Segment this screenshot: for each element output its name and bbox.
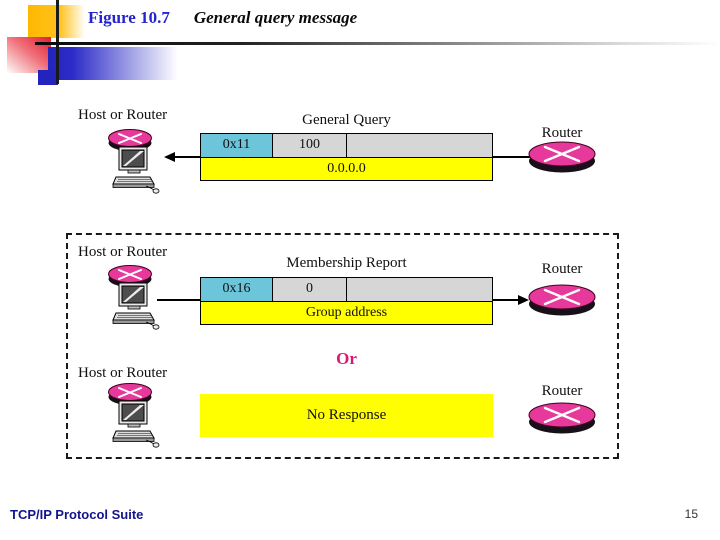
membership-report-router-label: Router	[541, 261, 583, 277]
message-header-row: 0x11 100	[201, 134, 492, 157]
figure-label: Figure 10.7	[88, 8, 170, 27]
arrow-right-icon	[518, 295, 529, 305]
footer-title: TCP/IP Protocol Suite	[10, 507, 144, 522]
no-response-router-label: Router	[541, 383, 583, 399]
connector-line	[174, 156, 200, 158]
decor-blue-small-square	[38, 70, 58, 85]
header-horizontal-line	[35, 42, 720, 45]
checksum-cell	[347, 278, 492, 301]
general-query-host-label: Host or Router	[78, 107, 168, 123]
page-number: 15	[684, 507, 698, 521]
dashed-group-box	[66, 233, 619, 459]
message-header-row: 0x16 0	[201, 278, 492, 301]
connector-line	[493, 156, 530, 158]
address-cell: Group address	[201, 301, 492, 324]
decor-blue-bar	[48, 47, 185, 80]
general-query-router-label: Router	[541, 125, 583, 141]
arrow-left-icon	[164, 152, 175, 162]
no-response-box: No Response	[200, 394, 493, 437]
computer-icon	[112, 400, 160, 448]
address-cell: 0.0.0.0	[201, 157, 492, 180]
connector-line	[493, 299, 518, 301]
computer-icon	[112, 146, 160, 194]
membership-report-host-label: Host or Router	[78, 244, 168, 260]
type-cell: 0x16	[201, 278, 273, 301]
membership-report-message-box: 0x16 0 Group address	[200, 277, 493, 325]
router-disk-icon	[527, 283, 597, 317]
response-time-cell: 100	[273, 134, 347, 157]
no-response-host-label: Host or Router	[78, 365, 168, 381]
router-disk-icon	[527, 401, 597, 435]
router-disk-icon	[527, 140, 597, 174]
slide-header: Figure 10.7 General query message	[88, 8, 357, 28]
computer-icon	[112, 282, 160, 330]
or-label: Or	[336, 349, 357, 368]
type-cell: 0x11	[201, 134, 273, 157]
general-query-title: General Query	[302, 112, 391, 128]
general-query-message-box: 0x11 100 0.0.0.0	[200, 133, 493, 181]
membership-report-title: Membership Report	[286, 255, 407, 271]
figure-caption: General query message	[193, 8, 358, 27]
response-time-cell: 0	[273, 278, 347, 301]
checksum-cell	[347, 134, 492, 157]
connector-line	[157, 299, 200, 301]
